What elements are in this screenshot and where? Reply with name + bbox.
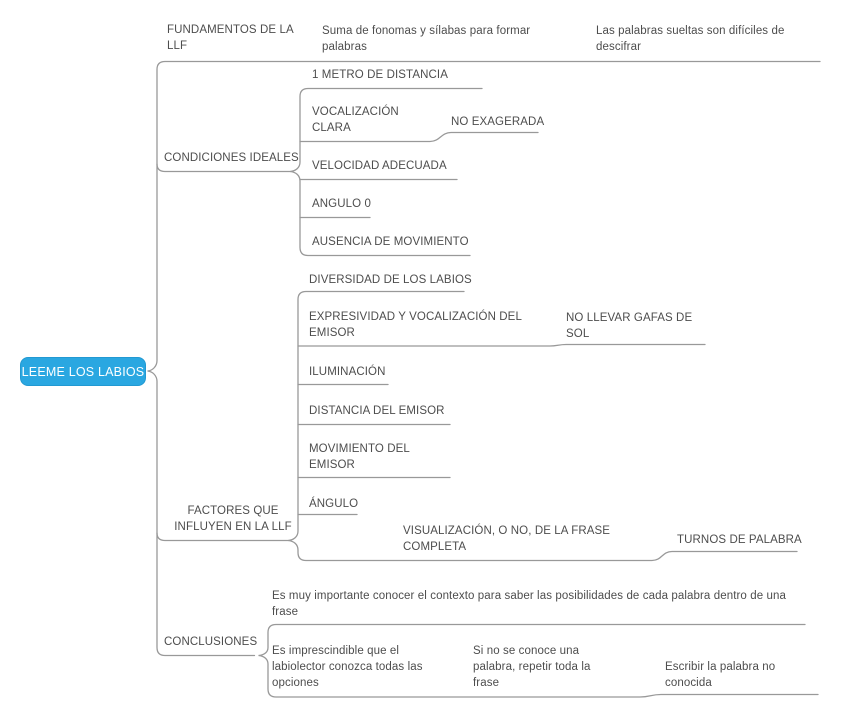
node-iluminacion[interactable]: ILUMINACIÓN [309, 366, 386, 378]
connector-condiciones-underline [156, 163, 291, 173]
node-angulo-0[interactable]: ANGULO 0 [312, 198, 371, 210]
node-contexto-frase[interactable]: Es muy importante conocer el contexto pa… [272, 590, 786, 618]
node-repetir-frase[interactable]: Si no se conoce una palabra, repetir tod… [473, 645, 591, 689]
connector-vocalizacion-noexagerada [299, 131, 539, 143]
node-fundamentos-llf[interactable]: FUNDAMENTOS DE LA LLF [167, 24, 294, 52]
node-escribir-palabra[interactable]: Escribir la palabra no conocida [665, 661, 776, 689]
node-no-llevar-gafas[interactable]: NO LLEVAR GAFAS DE SOL [566, 312, 693, 340]
node-distancia-emisor[interactable]: DISTANCIA DEL EMISOR [309, 405, 445, 417]
node-condiciones-ideales[interactable]: CONDICIONES IDEALES [164, 152, 299, 164]
connector-conclusiones-bracket [258, 623, 819, 698]
node-visualizacion-frase[interactable]: VISUALIZACIÓN, O NO, DE LA FRASE COMPLET… [403, 525, 611, 553]
node-root[interactable]: LEEME LOS LABIOS [20, 357, 146, 386]
connector-factores-underline [156, 532, 289, 542]
node-palabras-sueltas[interactable]: Las palabras sueltas son difíciles de de… [596, 25, 785, 53]
node-vocalizacion-clara[interactable]: VOCALIZACIÓN CLARA [312, 106, 399, 134]
connector-condiciones-bracket [289, 87, 483, 257]
connector-factores-bracket [287, 290, 798, 562]
node-ausencia-movimiento[interactable]: AUSENCIA DE MOVIMIENTO [312, 236, 469, 248]
node-factores-influyen[interactable]: FACTORES QUE INFLUYEN EN LA LLF [174, 505, 292, 533]
node-imprescindible-opciones[interactable]: Es imprescindible que el labiolector con… [272, 645, 423, 689]
connector-root-spine [147, 60, 821, 657]
node-no-exagerada[interactable]: NO EXAGERADA [451, 116, 545, 128]
node-suma-fonomas[interactable]: Suma de fonomas y sílabas para formar pa… [322, 25, 531, 53]
node-1-metro-distancia[interactable]: 1 METRO DE DISTANCIA [312, 69, 448, 81]
node-conclusiones[interactable]: CONCLUSIONES [164, 636, 258, 648]
connector-expresividad-gafas [297, 343, 706, 347]
node-movimiento-emisor[interactable]: MOVIMIENTO DEL EMISOR [309, 443, 410, 471]
node-diversidad-labios[interactable]: DIVERSIDAD DE LOS LABIOS [309, 274, 472, 286]
node-turnos-palabra[interactable]: TURNOS DE PALABRA [677, 534, 802, 546]
node-velocidad-adecuada[interactable]: VELOCIDAD ADECUADA [312, 160, 447, 172]
node-expresividad-vocalizacion[interactable]: EXPRESIVIDAD Y VOCALIZACIÓN DEL EMISOR [309, 311, 522, 339]
node-angulo[interactable]: ÁNGULO [309, 498, 359, 510]
